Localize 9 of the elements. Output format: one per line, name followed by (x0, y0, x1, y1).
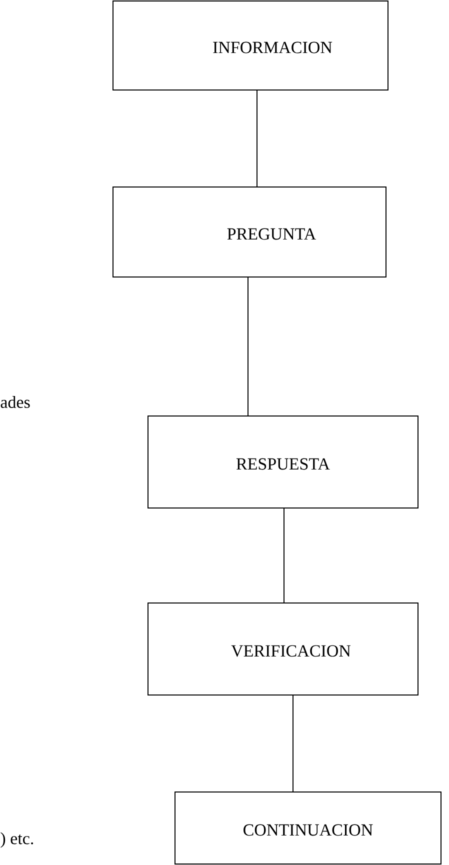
process-box: VERIFICACION (148, 602, 418, 696)
text-fragment: ) etc. (0, 832, 34, 848)
connector-line (256, 90, 258, 187)
process-box: INFORMACION (112, 0, 388, 91)
process-box: CONTINUACION (174, 792, 442, 864)
connector-line (292, 695, 294, 792)
text-fragment: ades (0, 396, 30, 408)
process-box: RESPUESTA (148, 416, 418, 508)
process-box: PREGUNTA (112, 186, 386, 278)
